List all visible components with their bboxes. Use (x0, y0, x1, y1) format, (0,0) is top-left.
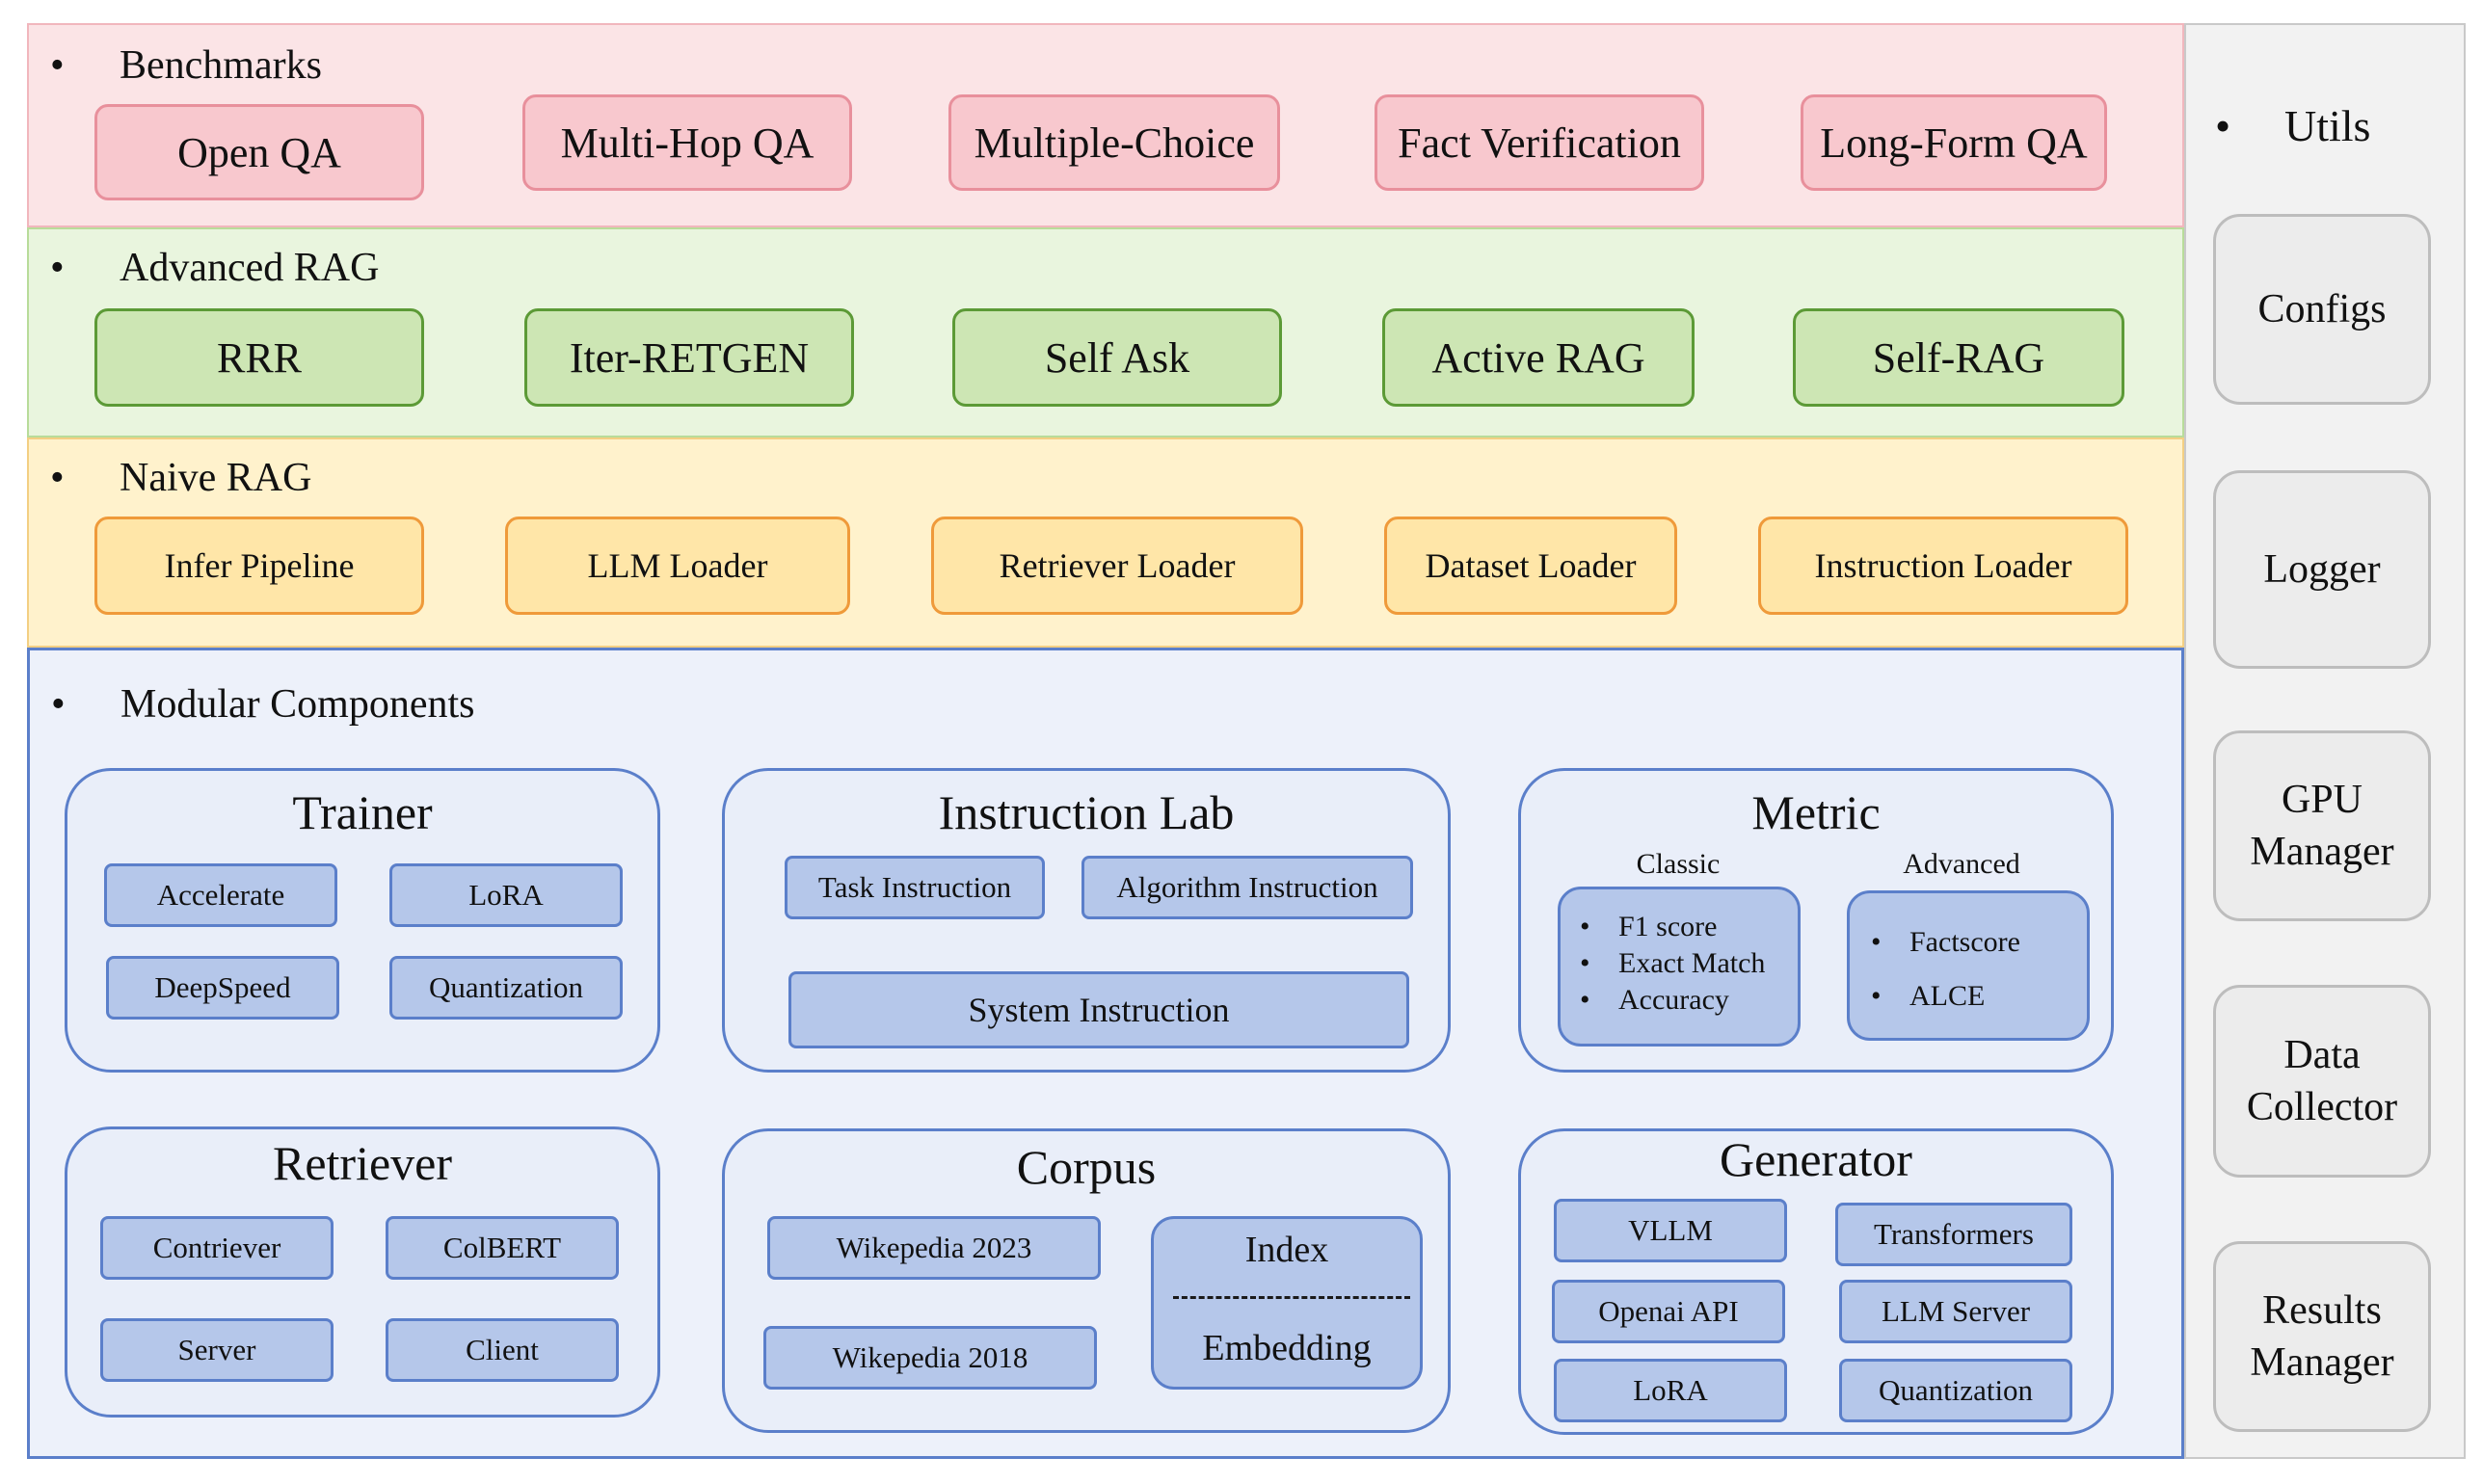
benchmark-multi-hop-qa: Multi-Hop QA (522, 94, 852, 191)
generator-llm-server: LLM Server (1839, 1280, 2072, 1343)
metric-group: Metric Classic Advanced •F1 score •Exact… (1518, 768, 2114, 1073)
naive-llm-loader: LLM Loader (505, 517, 850, 615)
naive-infer-pipeline: Infer Pipeline (94, 517, 424, 615)
benchmark-multiple-choice: Multiple-Choice (948, 94, 1280, 191)
benchmark-long-form-qa: Long-Form QA (1801, 94, 2107, 191)
advanced-self-rag: Self-RAG (1793, 308, 2124, 407)
modular-components-title: •Modular Components (51, 682, 475, 727)
corpus-embedding-label: Embedding (1202, 1328, 1372, 1368)
advanced-active-rag: Active RAG (1382, 308, 1695, 407)
metric-advanced-label: Advanced (1903, 848, 2020, 880)
retriever-group: Retriever Contriever ColBERT Server Clie… (65, 1126, 660, 1418)
generator-vllm: VLLM (1554, 1199, 1787, 1262)
retriever-colbert: ColBERT (386, 1216, 619, 1280)
util-configs: Configs (2213, 214, 2431, 405)
retriever-client: Client (386, 1318, 619, 1382)
corpus-wikipedia-2023: Wikepedia 2023 (767, 1216, 1101, 1280)
system-instruction: System Instruction (788, 971, 1409, 1048)
naive-rag-layer: •Naive RAG Infer Pipeline LLM Loader Ret… (27, 437, 2184, 648)
trainer-group: Trainer Accelerate LoRA DeepSpeed Quanti… (65, 768, 660, 1073)
naive-rag-title: •Naive RAG (50, 456, 312, 500)
naive-dataset-loader: Dataset Loader (1384, 517, 1677, 615)
corpus-group: Corpus Wikepedia 2023 Wikepedia 2018 Ind… (722, 1128, 1451, 1433)
corpus-index-label: Index (1244, 1230, 1329, 1270)
util-gpu-manager: GPU Manager (2213, 730, 2431, 921)
advanced-rrr: RRR (94, 308, 424, 407)
generator-lora: LoRA (1554, 1359, 1787, 1422)
metric-title: Metric (1751, 785, 1881, 839)
util-results-manager: Results Manager (2213, 1241, 2431, 1432)
generator-transformers: Transformers (1835, 1203, 2072, 1266)
metric-factscore: •Factscore (1871, 926, 2020, 958)
metric-classic-label: Classic (1636, 848, 1721, 880)
corpus-title: Corpus (1016, 1140, 1157, 1194)
corpus-index-embedding-box: Index Embedding (1151, 1216, 1423, 1390)
advanced-iter-retgen: Iter-RETGEN (524, 308, 854, 407)
retriever-contriever: Contriever (100, 1216, 334, 1280)
trainer-title: Trainer (292, 785, 433, 839)
generator-quantization: Quantization (1839, 1359, 2072, 1422)
trainer-deepspeed: DeepSpeed (106, 956, 339, 1020)
algorithm-instruction: Algorithm Instruction (1081, 856, 1413, 919)
advanced-rag-title: •Advanced RAG (50, 246, 380, 290)
metric-accuracy: •Accuracy (1580, 984, 1729, 1016)
metric-advanced-box: •Factscore •ALCE (1847, 890, 2090, 1041)
generator-group: Generator VLLM Transformers Openai API L… (1518, 1128, 2114, 1435)
metric-classic-box: •F1 score •Exact Match •Accuracy (1558, 887, 1801, 1047)
index-divider (1173, 1296, 1410, 1299)
modular-components-layer: •Modular Components Trainer Accelerate L… (27, 648, 2184, 1459)
metric-f1-score: •F1 score (1580, 911, 1718, 942)
generator-title: Generator (1720, 1132, 1912, 1186)
retriever-server: Server (100, 1318, 334, 1382)
naive-instruction-loader: Instruction Loader (1758, 517, 2128, 615)
retriever-title: Retriever (272, 1136, 452, 1190)
benchmarks-title: •Benchmarks (50, 43, 322, 88)
advanced-self-ask: Self Ask (952, 308, 1282, 407)
generator-openai-api: Openai API (1552, 1280, 1785, 1343)
naive-retriever-loader: Retriever Loader (931, 517, 1303, 615)
instruction-lab-title: Instruction Lab (938, 785, 1235, 839)
trainer-accelerate: Accelerate (104, 863, 337, 927)
advanced-rag-layer: •Advanced RAG RRR Iter-RETGEN Self Ask A… (27, 227, 2184, 437)
utils-title: •Utils (2215, 101, 2371, 150)
util-logger: Logger (2213, 470, 2431, 669)
metric-alce: •ALCE (1871, 980, 1986, 1012)
util-data-collector: Data Collector (2213, 985, 2431, 1178)
trainer-lora: LoRA (389, 863, 623, 927)
metric-exact-match: •Exact Match (1580, 947, 1766, 979)
trainer-quantization: Quantization (389, 956, 623, 1020)
benchmark-open-qa: Open QA (94, 104, 424, 200)
task-instruction: Task Instruction (785, 856, 1045, 919)
benchmarks-layer: •Benchmarks Open QA Multi-Hop QA Multipl… (27, 23, 2184, 227)
benchmark-fact-verification: Fact Verification (1375, 94, 1704, 191)
instruction-lab-group: Instruction Lab Task Instruction Algorit… (722, 768, 1451, 1073)
corpus-wikipedia-2018: Wikepedia 2018 (763, 1326, 1097, 1390)
